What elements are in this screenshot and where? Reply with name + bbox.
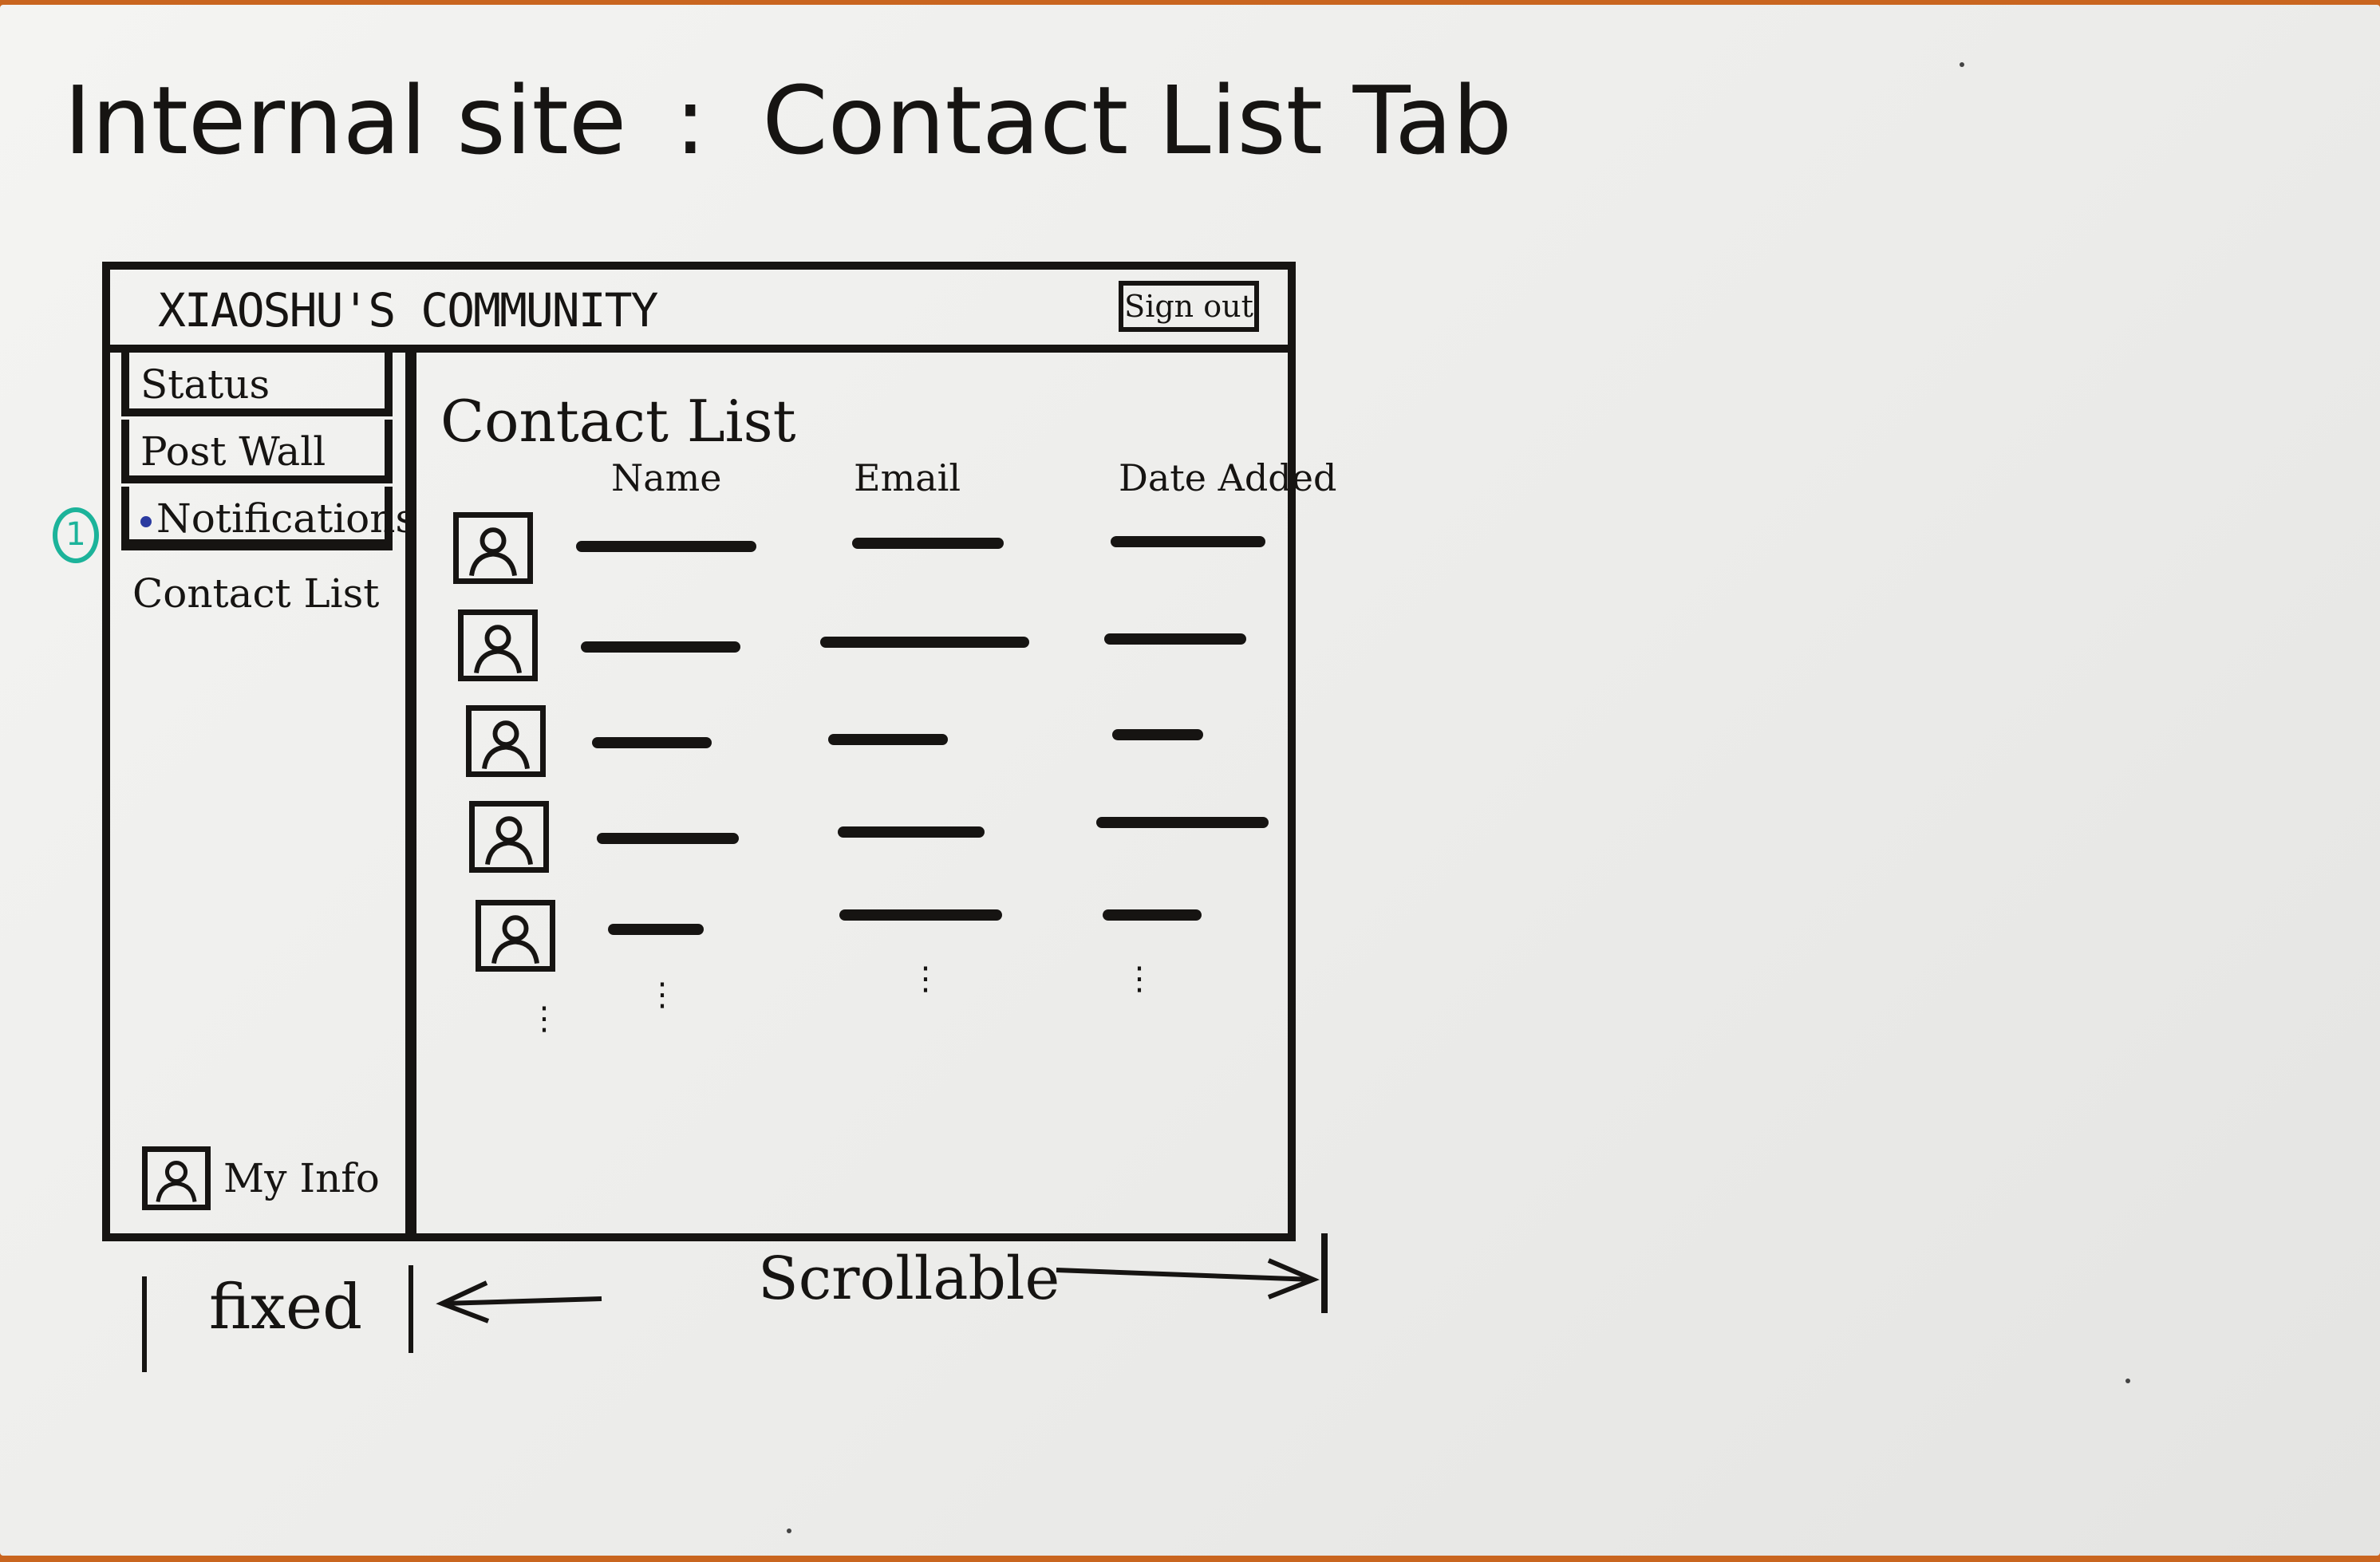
panel-title: Contact List: [440, 388, 796, 455]
table-row[interactable]: [416, 512, 1288, 608]
fixed-label: fixed: [209, 1272, 363, 1343]
name-placeholder: [581, 641, 740, 653]
sidebar-item-label: Notifications: [156, 495, 416, 542]
column-header-date-added: Date Added: [1119, 456, 1337, 499]
more-rows-indicator: ⋮: [910, 960, 941, 997]
more-rows-indicator: ⋮: [646, 976, 678, 1013]
heading-tab: Contact List Tab: [762, 65, 1513, 176]
email-placeholder: [828, 734, 948, 745]
date-placeholder: [1103, 909, 1202, 921]
name-placeholder: [592, 737, 712, 748]
brand-title: XIAOSHU'S COMMUNITY: [158, 283, 658, 337]
avatar-icon: [476, 900, 555, 972]
table-row[interactable]: [416, 609, 1288, 705]
avatar-icon: [458, 609, 538, 681]
email-placeholder: [852, 538, 1004, 549]
contact-list-panel: Contact List Name Email Date Added: [416, 353, 1336, 1233]
more-rows-indicator: ⋮: [528, 1000, 560, 1037]
sidebar-item-label: Post Wall: [140, 428, 326, 475]
fixed-bracket-left: [142, 1276, 147, 1372]
avatar-icon: [469, 801, 549, 873]
heading-site: Internal site: [64, 65, 627, 176]
sidebar-item-label: Status: [140, 361, 270, 408]
column-header-name: Name: [611, 456, 722, 499]
scroll-bracket-right: [1321, 1233, 1328, 1313]
avatar-icon: [142, 1146, 211, 1210]
table-row[interactable]: [416, 801, 1288, 897]
date-placeholder: [1104, 633, 1246, 645]
sidebar-item-status[interactable]: Status: [121, 353, 393, 416]
arrow-left-icon: [436, 1280, 602, 1323]
sidebar-item-label: Contact List: [132, 570, 380, 617]
scrollable-label: Scrollable: [758, 1244, 1060, 1313]
top-bar: XIAOSHU'S COMMUNITY Sign out: [110, 270, 1288, 353]
name-placeholder: [576, 541, 756, 552]
board-mark: [2125, 1379, 2130, 1383]
sidebar-item-post-wall[interactable]: Post Wall: [121, 420, 393, 483]
email-placeholder: [820, 637, 1029, 648]
avatar-icon: [466, 705, 546, 777]
board-mark: [1960, 62, 1964, 67]
heading-colon: :: [674, 65, 707, 176]
sidebar-item-notifications[interactable]: Notifications: [121, 487, 416, 550]
name-placeholder: [597, 833, 739, 844]
board-mark: [787, 1528, 791, 1533]
notification-dot-icon: [140, 516, 152, 527]
whiteboard: Internal site: Contact List Tab 1 XIAOSHU…: [0, 5, 2380, 1556]
email-placeholder: [839, 909, 1002, 921]
page-heading: Internal site: Contact List Tab: [64, 53, 1512, 188]
sidebar: Status Post Wall Notifications Contact L…: [110, 353, 416, 1233]
date-placeholder: [1112, 729, 1203, 740]
date-placeholder: [1096, 817, 1269, 828]
app-window: XIAOSHU'S COMMUNITY Sign out Status Post…: [102, 262, 1336, 1241]
sidebar-item-contact-list[interactable]: Contact List: [121, 562, 393, 625]
my-info-link[interactable]: My Info: [142, 1142, 380, 1214]
sign-out-button[interactable]: Sign out: [1119, 281, 1259, 332]
fixed-bracket-right: [409, 1265, 413, 1353]
table-row[interactable]: [416, 900, 1288, 996]
annotation-badge: 1: [53, 507, 99, 563]
arrow-right-icon: [1056, 1258, 1320, 1300]
my-info-label: My Info: [223, 1155, 380, 1201]
avatar-icon: [453, 512, 533, 584]
date-placeholder: [1111, 536, 1265, 547]
more-rows-indicator: ⋮: [1123, 960, 1155, 997]
email-placeholder: [838, 826, 985, 838]
table-row[interactable]: [416, 705, 1288, 801]
column-header-email: Email: [854, 456, 961, 499]
name-placeholder: [608, 924, 704, 935]
